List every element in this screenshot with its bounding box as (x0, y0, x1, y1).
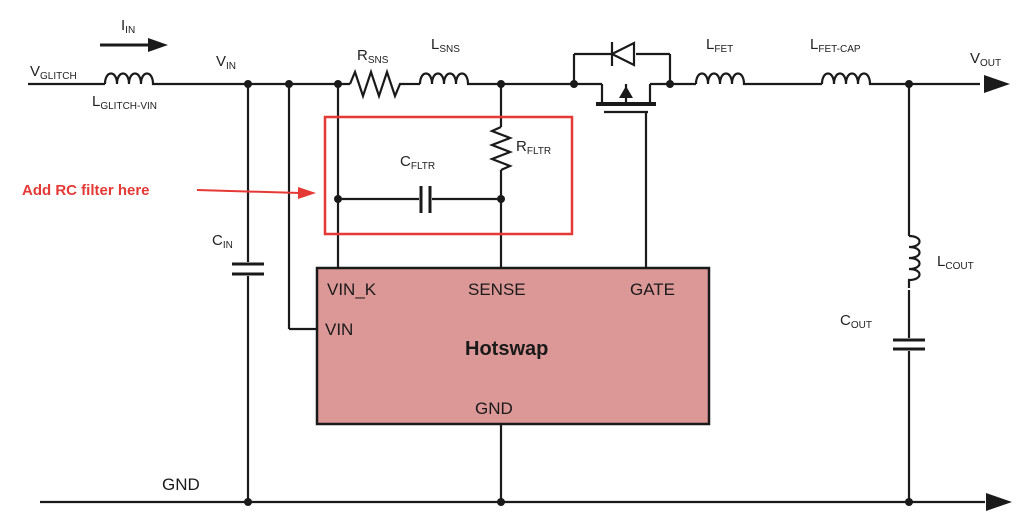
label-i-in: IIN (121, 17, 135, 36)
c-fltr-capacitor (338, 186, 501, 213)
label-l-glitch-vin: LGLITCH-VIN (92, 93, 157, 112)
label-l-fet: LFET (706, 36, 733, 55)
vout-arrow (984, 75, 1010, 93)
l-fet-inductor (694, 72, 752, 86)
label-gnd: GND (162, 475, 200, 494)
label-c-out: COUT (840, 312, 872, 331)
l-fet-cap-inductor (820, 72, 878, 86)
rc-filter-highlight (323, 115, 574, 236)
chip-pin-sense: SENSE (468, 280, 526, 299)
annotation-arrow (196, 187, 316, 199)
vin-pin-wire (287, 84, 317, 331)
r-sns-resistor (348, 68, 405, 100)
label-r-sns: RSNS (357, 47, 389, 66)
l-sns-inductor (418, 72, 474, 86)
label-v-out: VOUT (970, 50, 1001, 69)
output-branch (893, 84, 925, 502)
gnd-arrow (986, 493, 1012, 511)
label-v-in: VIN (216, 53, 236, 72)
chip-title: Hotswap (465, 338, 548, 360)
chip-pin-vin: VIN (325, 320, 353, 339)
label-v-glitch: VGLITCH (30, 63, 77, 82)
body-diode (609, 41, 636, 67)
label-l-sns: LSNS (431, 36, 460, 55)
sense-wire (488, 84, 514, 268)
l-glitch-vin-inductor (103, 72, 158, 86)
label-l-fet-cap: LFET-CAP (810, 36, 861, 55)
junctions (244, 80, 913, 506)
mosfet (572, 41, 672, 268)
chip-pin-gate: GATE (630, 280, 675, 299)
label-r-fltr: RFLTR (516, 138, 551, 157)
annotation-text: Add RC filter here (22, 182, 150, 199)
chip-pin-vin-k: VIN_K (327, 280, 377, 299)
hotswap-chip: VIN_K SENSE GATE VIN Hotswap GND (315, 266, 711, 426)
chip-pin-gnd: GND (475, 399, 513, 418)
current-arrow (100, 38, 168, 52)
label-l-cout: LCOUT (937, 253, 974, 272)
label-c-fltr: CFLTR (400, 153, 435, 172)
l-cout-inductor (907, 234, 921, 288)
label-c-in: CIN (212, 232, 233, 251)
chip-body (315, 266, 711, 426)
cin-branch (232, 84, 264, 502)
